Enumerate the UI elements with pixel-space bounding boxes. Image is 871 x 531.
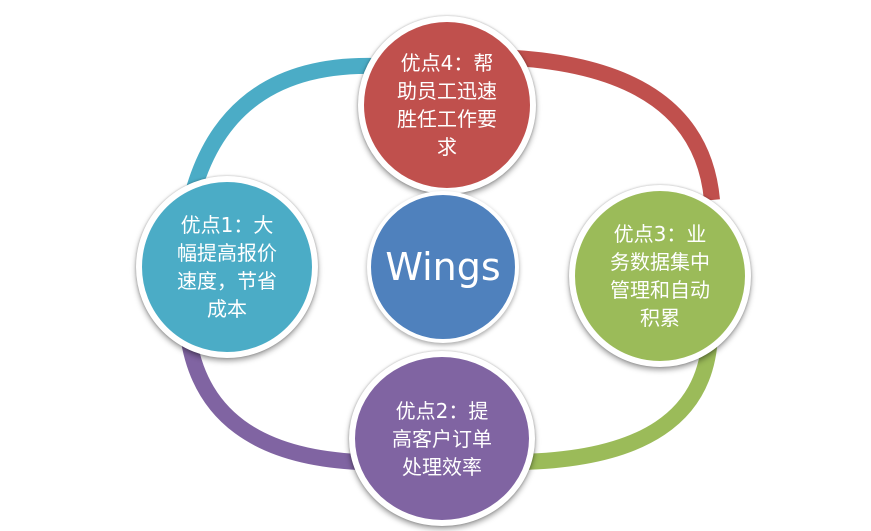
node-advantage-3-label: 优点3：业务数据集中管理和自动积累 <box>610 222 710 330</box>
ring-arc-bottom-left <box>180 333 361 470</box>
ring-arc-right-bottom <box>519 334 718 470</box>
node-advantage-3: 优点3：业务数据集中管理和自动积累 <box>569 185 751 367</box>
node-advantage-1: 优点1：大幅提高报价速度，节省成本 <box>136 176 318 358</box>
node-advantage-1-label: 优点1：大幅提高报价速度，节省成本 <box>177 213 277 321</box>
node-advantage-2: 优点2：提高客户订单处理效率 <box>349 351 535 526</box>
ring-arc-top-right <box>514 50 720 201</box>
node-advantage-2-label: 优点2：提高客户订单处理效率 <box>392 398 492 479</box>
node-advantage-4: 优点4：帮助员工迅速胜任工作要求 <box>358 16 536 194</box>
center-node-wings: Wings <box>367 191 519 343</box>
center-label: Wings <box>385 245 501 289</box>
node-advantage-4-label: 优点4：帮助员工迅速胜任工作要求 <box>397 51 497 159</box>
